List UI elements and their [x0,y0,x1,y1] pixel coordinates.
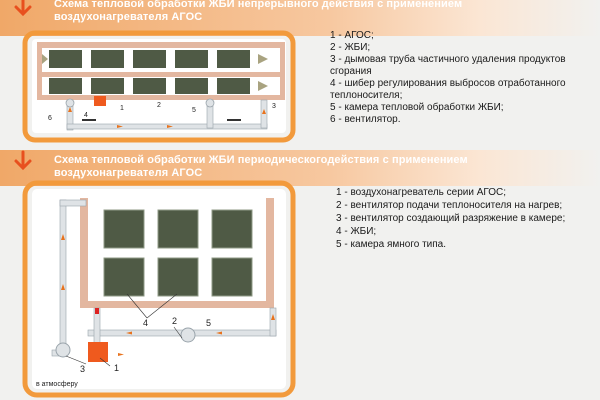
legend2-item: 3 - вентилятор создающий разряжение в ка… [336,213,566,224]
diagram2-label-1: 1 [114,363,119,373]
legend2-item: 1 - воздухонагреватель серии АГОС; [336,187,507,198]
section2-title: Схема тепловой обработки ЖБИ периодическ… [54,154,468,179]
legend1-item: 3 - дымовая труба частичного удаления пр… [330,54,566,77]
section1-header-band [0,0,600,36]
diagram1-label-1: 1 [120,105,124,112]
arrow-down-icon [14,150,32,171]
diagram2-label-5: 5 [206,318,211,328]
diagram1-label-3: 3 [272,103,276,110]
legend2-item: 5 - камера ямного типа. [336,239,447,250]
section2-header-band [0,150,600,186]
exhaust-label: в атмосферу [36,381,78,388]
legend1-item: 6 - вентилятор. [330,114,401,125]
section2-legend: 1 - воздухонагреватель серии АГОС; 2 - в… [336,186,596,251]
arrow-down-icon [14,0,32,17]
legend1-item: 2 - ЖБИ; [330,42,371,53]
section2-diagram: 1 2 3 4 5 в атмосферу [22,180,296,398]
diagram1-label-4: 4 [84,112,88,119]
section1-title: Схема тепловой обработки ЖБИ непрерывног… [54,0,463,23]
diagram1-label-6: 6 [48,115,52,122]
legend2-item: 4 - ЖБИ; [336,226,377,237]
section1-diagram: 1 2 3 4 5 6 [22,30,296,143]
legend1-item: 4 - шибер регулирования выбросов отработ… [330,78,566,101]
legend1-item: 1 - АГОС; [330,30,374,41]
legend2-item: 2 - вентилятор подачи теплоносителя на н… [336,200,563,211]
diagram2-label-2: 2 [172,316,177,326]
diagram2-label-3: 3 [80,364,85,374]
diagram1-label-5: 5 [192,107,196,114]
diagram1-label-2: 2 [157,102,161,109]
diagram2-label-4: 4 [143,318,148,328]
section1-legend: 1 - АГОС; 2 - ЖБИ; 3 - дымовая труба час… [330,30,592,126]
legend1-item: 5 - камера тепловой обработки ЖБИ; [330,102,504,113]
